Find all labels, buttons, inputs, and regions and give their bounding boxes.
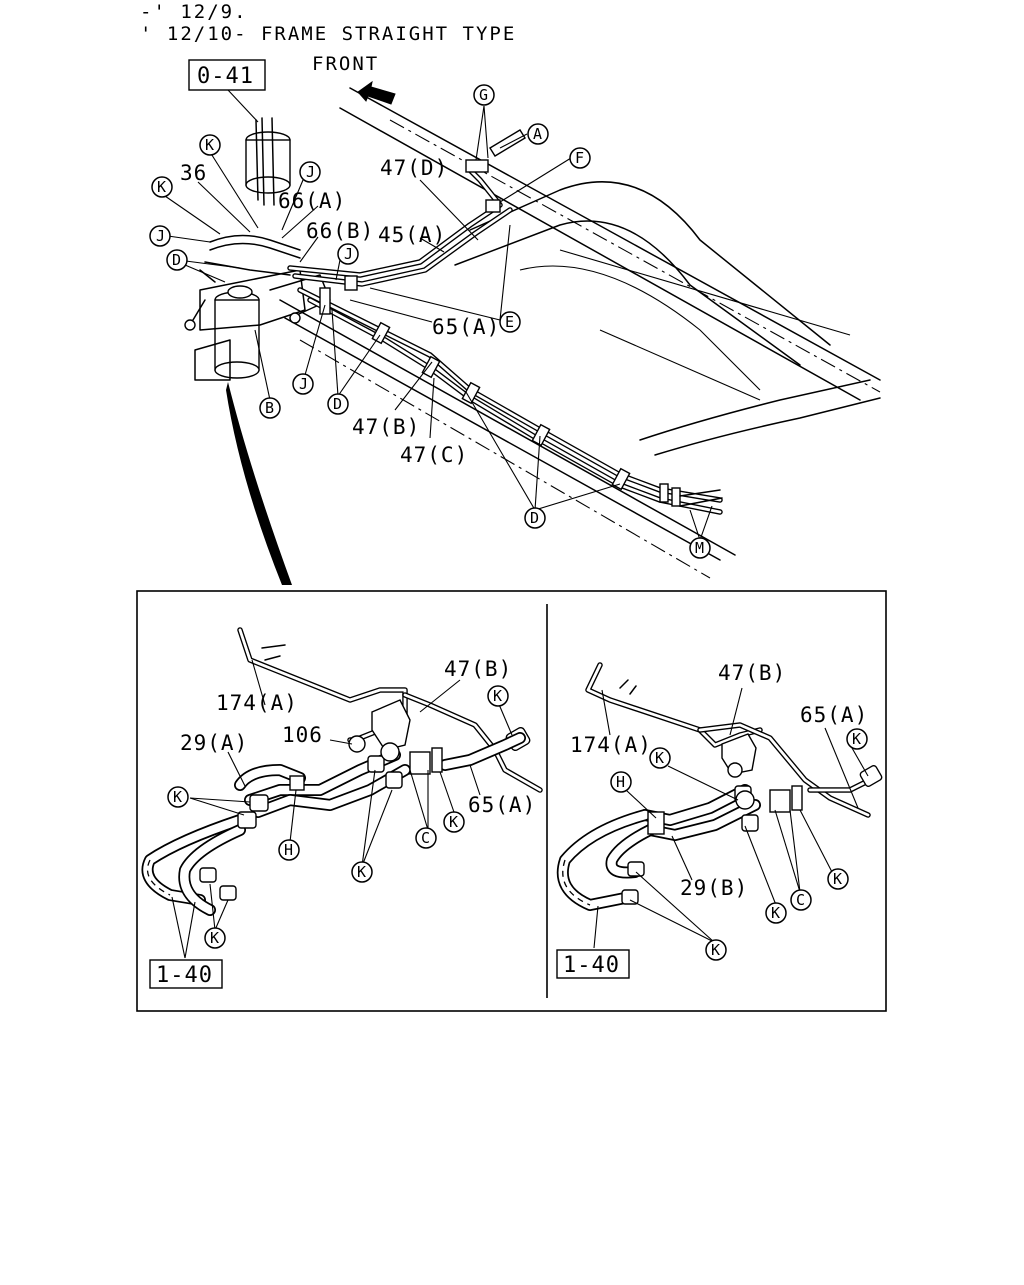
detail-frame [136,590,887,1012]
vehicle-frame [279,87,881,579]
svg-text:K: K [833,870,842,888]
top-leaders [164,105,713,541]
ref-top-leader [227,89,259,123]
label-47b-top: 47(B) [352,415,420,439]
svg-text:F: F [575,149,584,167]
label-29b: 29(B) [680,876,748,900]
detail-pointer [226,382,292,585]
svg-text:M: M [695,539,704,557]
svg-text:C: C [421,829,430,847]
svg-text:K: K [210,929,219,947]
label-174a-left: 174(A) [216,691,298,715]
fuel-pipe-run [287,129,723,515]
label-106: 106 [282,723,323,747]
label-65a-left: 65(A) [468,793,536,817]
header-line-2: ' 12/10- FRAME STRAIGHT TYPE [140,23,516,45]
ref-box-bottom-right[interactable] [556,949,630,979]
label-66b: 66(B) [306,219,374,243]
label-174a-right: 174(A) [570,733,652,757]
svg-text:K: K [205,136,214,154]
front-arrow-icon [357,80,396,105]
svg-text:D: D [530,509,539,527]
svg-text:K: K [711,941,720,959]
ref-bottom-left-label: 1-40 [156,963,213,988]
label-36: 36 [180,161,207,185]
label-47b-right: 47(B) [718,661,786,685]
front-label: FRONT [312,53,379,75]
label-45a: 45(A) [378,223,446,247]
label-65a-right: 65(A) [800,703,868,727]
top-letter-circles: A G F K K J J J J D D D E B M [149,84,711,559]
ref-top-label: 0-41 [197,64,254,89]
label-47d: 47(D) [380,156,448,180]
svg-text:K: K [493,687,502,705]
svg-text:K: K [357,863,366,881]
svg-text:H: H [284,841,293,859]
svg-text:K: K [157,178,166,196]
svg-text:J: J [306,163,315,181]
ref-box-bottom-left[interactable] [149,959,223,989]
label-47c: 47(C) [400,443,468,467]
label-66a: 66(A) [278,189,346,213]
svg-text:J: J [344,245,353,263]
svg-text:J: J [156,227,165,245]
svg-text:A: A [533,125,542,143]
ref-box-top[interactable]: 0-41 [188,59,266,91]
svg-text:K: K [449,813,458,831]
detail-right: 1-40 174(A) 47(B) 65(A) 29(B) K K K K K [556,661,883,979]
svg-text:G: G [479,86,488,104]
svg-text:D: D [333,395,342,413]
label-47b-left: 47(B) [444,657,512,681]
svg-text:K: K [771,904,780,922]
label-29a: 29(A) [180,731,248,755]
fuel-filter-assembly [184,117,331,381]
svg-text:K: K [655,749,664,767]
svg-text:K: K [852,730,861,748]
svg-text:C: C [796,891,805,909]
svg-text:D: D [172,251,181,269]
svg-text:K: K [173,788,182,806]
svg-text:J: J [299,375,308,393]
svg-text:B: B [265,399,274,417]
ref-bottom-right-label: 1-40 [563,953,620,978]
svg-text:E: E [505,313,514,331]
header-line-1: -' 12/9. [140,1,248,23]
svg-text:H: H [616,773,625,791]
detail-left: 1-40 174(A) 47(B) 106 29(A) 65(A) [141,627,543,989]
label-65a-top: 65(A) [432,315,500,339]
